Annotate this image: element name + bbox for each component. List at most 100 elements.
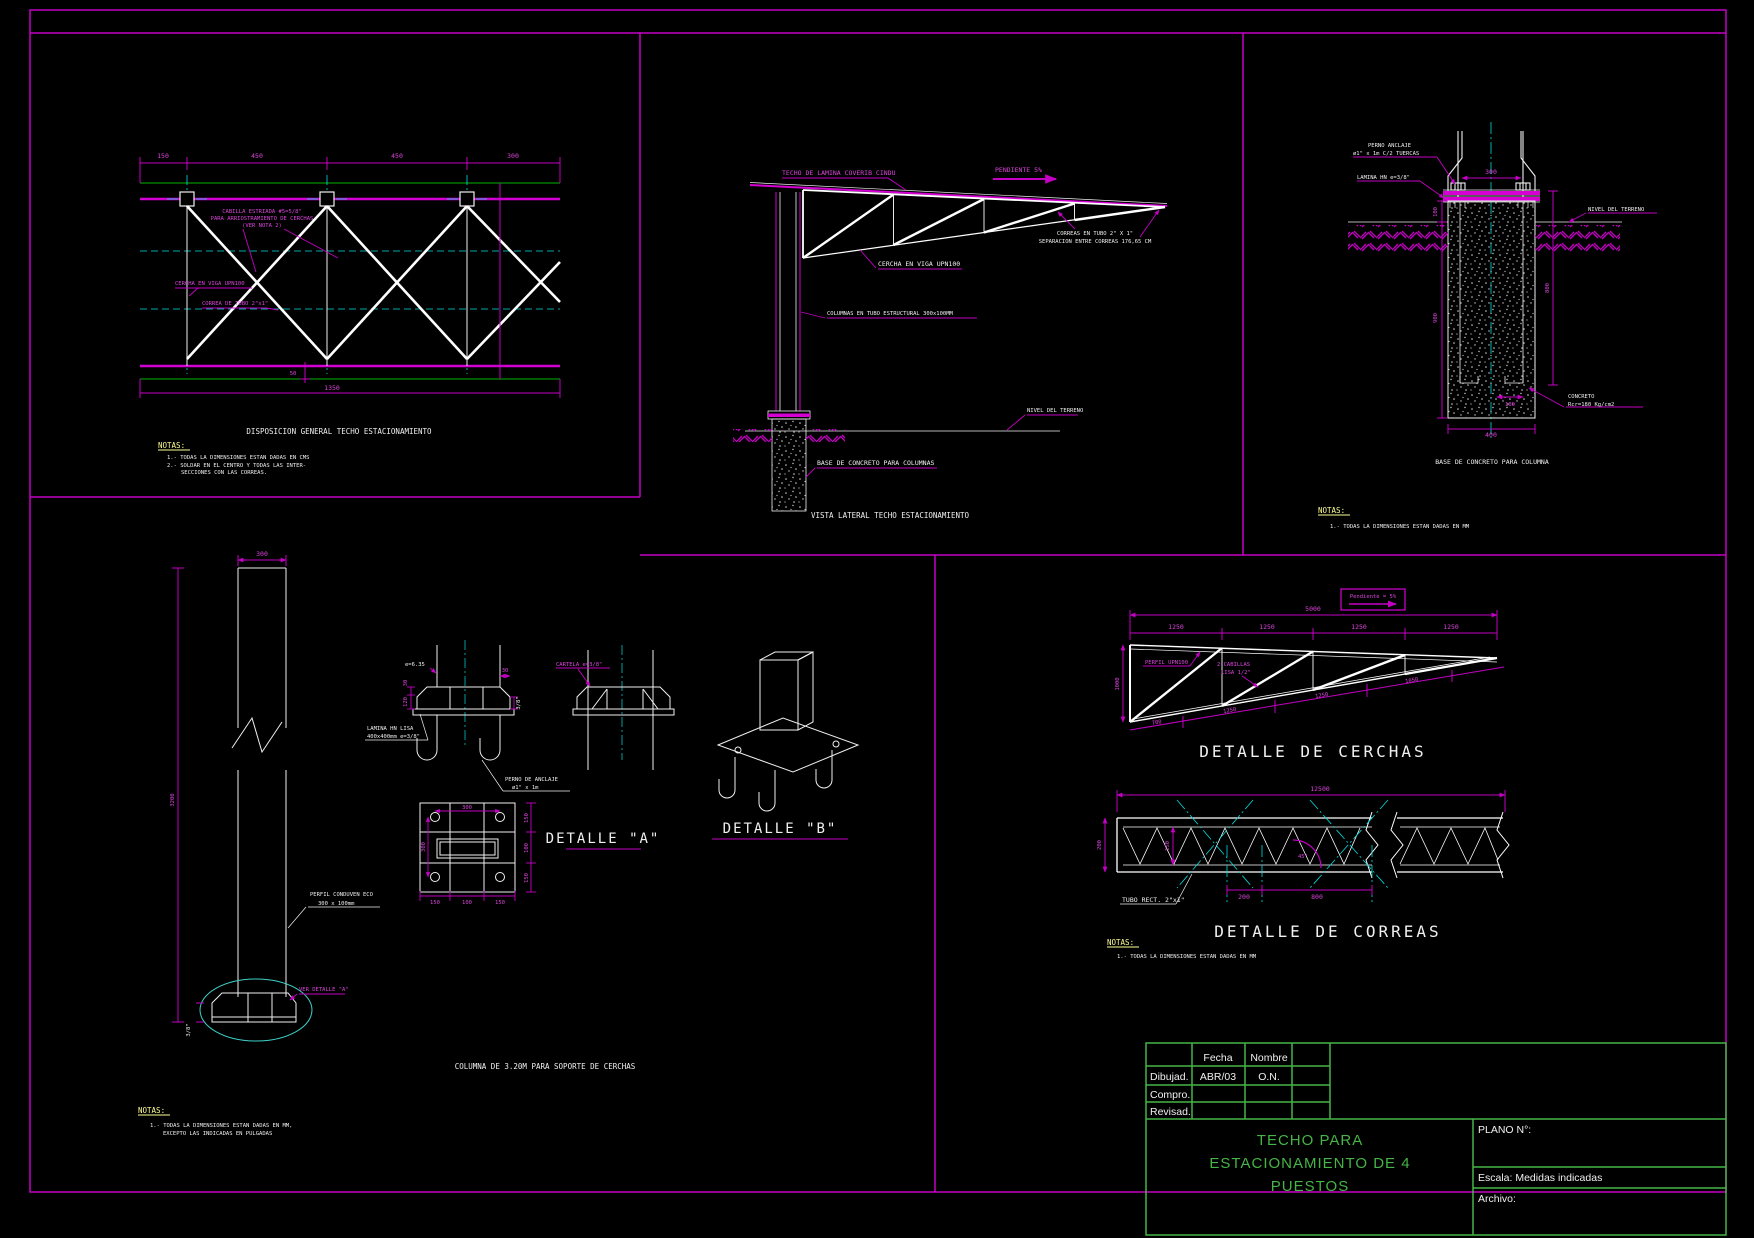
dim-label: 1250: [1259, 623, 1275, 631]
dim-label: 50: [290, 371, 297, 377]
detail-b-title: DETALLE "B": [723, 821, 838, 837]
dim-label: 1250: [1223, 707, 1237, 715]
dim-label: 450: [391, 152, 403, 160]
dim-label: 30: [403, 680, 409, 687]
dim-label: 150: [524, 873, 530, 883]
section-title: DETALLE DE CORREAS: [1214, 922, 1441, 941]
dim-label: 3200: [170, 793, 176, 806]
dim-label: 150: [1165, 841, 1171, 851]
dim-label: 30: [502, 668, 509, 674]
tb-archivo: Archivo:: [1478, 1193, 1516, 1205]
section-title: DETALLE DE CERCHAS: [1199, 742, 1426, 761]
leader-label: CORREA DE TUBO 2"x1": [202, 301, 268, 307]
dim-label: 300: [421, 842, 427, 852]
dim-label: 200: [1238, 893, 1250, 901]
leader-label: 300 x 100mm: [318, 901, 355, 907]
leader-label: CORREAS EN TUBO 2" X 1": [1057, 231, 1133, 237]
dim-label: 800: [1545, 283, 1551, 293]
leader-label: CERCHA EN VIGA UPN100: [175, 281, 245, 287]
panel-title: VISTA LATERAL TECHO ESTACIONAMIENTO: [811, 511, 970, 520]
dim-label: 3/8": [186, 1023, 192, 1036]
leader-label: NIVEL DEL TERRENO: [1588, 207, 1644, 213]
tb-escala: Escala: Medidas indicadas: [1478, 1172, 1602, 1184]
leader-label: CARTELA e=3/8": [556, 662, 602, 668]
x-bracing: [186, 205, 561, 360]
notes-title: NOTAS:: [1318, 506, 1345, 515]
soil-hatch: [1535, 225, 1620, 253]
leader-label: 400x400mm e=3/8": [367, 734, 420, 740]
leader-label: PENDIENTE 5%: [995, 166, 1042, 174]
tb-plano: PLANO N°:: [1478, 1124, 1531, 1136]
sheet-title-line2: ESTACIONAMIENTO DE 4: [1209, 1155, 1410, 1172]
tb-dibujad-nombre: O.N.: [1258, 1071, 1280, 1083]
leader-label: LISA 1/2": [1221, 670, 1251, 676]
note-line: SECCIONES CON LAS CORREAS.: [181, 470, 267, 476]
leader-label: PARA ARRIOSTRAMIENTO DE CERCHAS: [211, 216, 314, 222]
leader-label: NIVEL DEL TERRENO: [1027, 408, 1083, 414]
dim-label: 100: [462, 900, 472, 906]
leader-label: ø1" x 1m: [512, 785, 539, 791]
dim-label: 1250: [1351, 623, 1367, 631]
sheet-title-line3: PUESTOS: [1271, 1178, 1349, 1195]
leader-label: PERFIL CONDUVEN ECO: [310, 892, 373, 898]
detail-callout-ellipse: [199, 978, 313, 1042]
leader-label: Rcr=180 Kg/cm2: [1568, 402, 1614, 408]
tb-header-fecha: Fecha: [1203, 1052, 1232, 1064]
leader-label: PERFIL UPN100: [1145, 660, 1188, 666]
leader-label: (VER NOTA 2): [242, 223, 282, 229]
leader-label: VER DETALLE "A": [299, 987, 349, 993]
leader-label: 2 CABILLAS: [1217, 662, 1250, 668]
concrete-pedestal: [1447, 200, 1536, 419]
panel-columna: 300 3200 3/8" PERFIL CONDUVEN ECO 300 x …: [138, 550, 860, 1137]
leader-label: CONCRETO: [1568, 394, 1595, 400]
dim-label: 800: [1311, 893, 1323, 901]
dim-label: 120: [403, 697, 409, 707]
dim-label: 400: [1485, 431, 1497, 439]
detalle-b-iso: [716, 651, 860, 812]
panel-title: BASE DE CONCRETO PARA COLUMNA: [1435, 458, 1549, 466]
note-line: 1.- TODAS LA DIMENSIONES ESTAN DADAS EN …: [1330, 524, 1470, 530]
panel-correas: 12500 45° 200 800 200: [1097, 785, 1510, 960]
dim-label: 45°: [1298, 854, 1308, 860]
dim-label: 450: [251, 152, 263, 160]
notes-title: NOTAS:: [158, 441, 185, 450]
note-line: 1.- TODAS LA DIMENSIONES ESTAN DADAS EN …: [167, 455, 309, 461]
dim-label: 1250: [1168, 623, 1184, 631]
leader-label: CABILLA ESTRIADA #5=5/8": [222, 209, 301, 215]
dim-label: 150: [430, 900, 440, 906]
soil-hatch: [733, 429, 772, 442]
panel-vista-lateral: TECHO DE LAMINA COVERIB CINDU PENDIENTE …: [733, 166, 1168, 520]
break-symbol: [231, 716, 283, 754]
leader-label: COLUMNAS EN TUBO ESTRUCTURAL 300x100MM: [827, 311, 954, 317]
dim-label: 1350: [324, 384, 340, 392]
dim-label: 300: [507, 152, 519, 160]
tb-row-dibujad: Dibujad.: [1150, 1071, 1189, 1083]
tb-row-revisad: Revisad.: [1150, 1106, 1191, 1118]
sheet-title-line1: TECHO PARA: [1257, 1132, 1363, 1149]
dim-label: 100: [1505, 402, 1515, 408]
dim-label: 1250: [1315, 692, 1329, 700]
leader-label: SEPARACION ENTRE CORREAS 176,65 CM: [1039, 239, 1152, 245]
panel-title: DISPOSICION GENERAL TECHO ESTACIONAMIENT…: [246, 427, 432, 436]
panel-plan-general: 150 450 450 300 1350 50 CABILLA ESTRIADA…: [139, 152, 561, 476]
panel-cerchas: Pendiente = 5% 5000 1250 1250 1250 1250 …: [1115, 588, 1505, 761]
dim-label: 150: [157, 152, 169, 160]
tb-dibujad-fecha: ABR/03: [1200, 1071, 1236, 1083]
soil-hatch: [1348, 225, 1448, 253]
dim-label: 1250: [1443, 623, 1459, 631]
note-line: 1.- TODAS LA DIMENSIONES ESTAN DADAS EN …: [1117, 954, 1257, 960]
notes-title: NOTAS:: [1107, 938, 1134, 947]
detail-a-title: DETALLE "A": [546, 831, 661, 847]
column-markers: [179, 191, 475, 207]
note-line: 1.- TODAS LA DIMENSIONES ESTAN DADAS EN …: [150, 1123, 292, 1129]
detalle-a-cartela: CARTELA e=3/8": [556, 645, 675, 770]
sheet-borders: [29, 9, 1727, 1193]
dim-label: 12500: [1310, 785, 1330, 793]
dim-label: 150: [495, 900, 505, 906]
title-block: Fecha Nombre Dibujad. ABR/03 O.N. Compro…: [1145, 1042, 1727, 1236]
dim-label: 150: [524, 813, 530, 823]
leader-label: PERNO ANCLAJE: [1368, 143, 1411, 149]
dim-label: 300: [462, 805, 472, 811]
